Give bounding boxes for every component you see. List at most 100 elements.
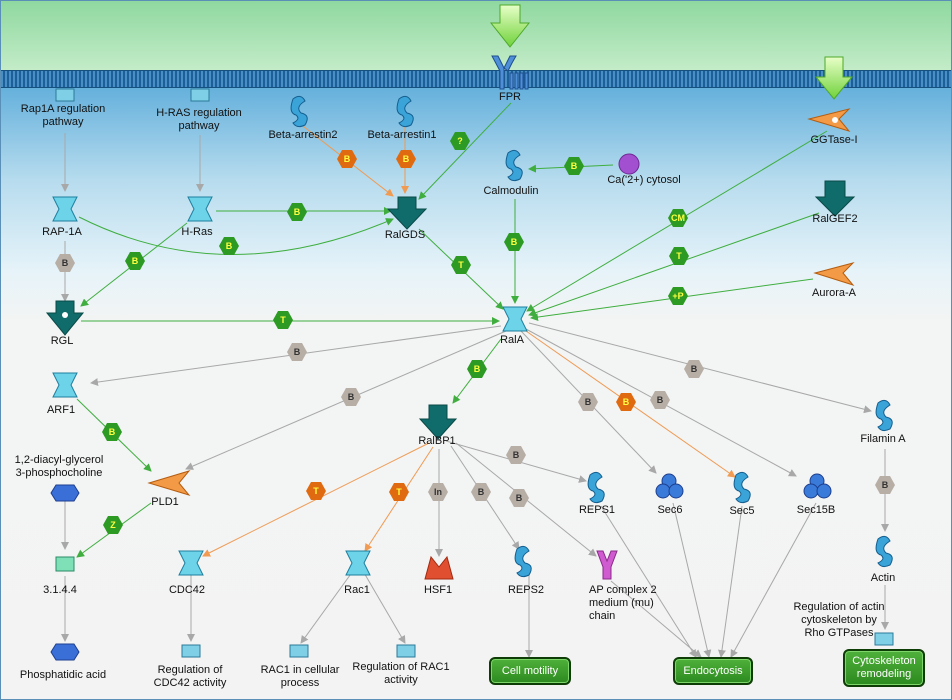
badge-binding[interactable]: B bbox=[504, 233, 524, 251]
badge-phosphorylation[interactable]: +P bbox=[668, 287, 688, 305]
label-hras[interactable]: H-Ras bbox=[181, 226, 213, 238]
badge-binding[interactable]: B bbox=[506, 446, 526, 464]
gef-arrow-icon bbox=[418, 404, 458, 440]
badge-binding[interactable]: B bbox=[219, 237, 239, 255]
badge-binding[interactable]: B bbox=[337, 150, 357, 168]
label-aurora[interactable]: Aurora-A bbox=[811, 287, 857, 299]
compound-hex-icon bbox=[50, 643, 80, 661]
label-reps2[interactable]: REPS2 bbox=[507, 584, 545, 596]
label-rac1-process[interactable]: RAC1 in cellular process bbox=[260, 664, 340, 689]
label-phosphatidic-acid[interactable]: Phosphatidic acid bbox=[19, 669, 107, 681]
label-hras-pathway: H-RAS regulation pathway bbox=[156, 107, 242, 132]
label-rala[interactable]: RalA bbox=[500, 334, 524, 346]
pathway-rect-icon bbox=[181, 644, 201, 658]
badge-binding[interactable]: B bbox=[287, 343, 307, 361]
label-rap1a-pathway: Rap1A regulation pathway bbox=[20, 103, 106, 128]
badge-unknown[interactable]: ? bbox=[450, 132, 470, 150]
label-calmodulin[interactable]: Calmodulin bbox=[483, 185, 539, 197]
compound-icon bbox=[618, 153, 640, 175]
label-beta-arrestin1[interactable]: Beta-arrestin1 bbox=[367, 129, 437, 141]
label-ralgds[interactable]: RalGDS bbox=[384, 229, 426, 241]
label-actin-regulation[interactable]: Regulation of actin cytoskeleton by Rho … bbox=[793, 601, 885, 639]
gtpase-icon bbox=[178, 550, 204, 576]
gef-arrow-icon bbox=[386, 196, 428, 230]
s-protein-icon bbox=[396, 95, 414, 128]
label-ralbp1[interactable]: RalBP1 bbox=[418, 435, 456, 447]
pathway-rect-icon bbox=[396, 644, 416, 658]
s-protein-icon bbox=[514, 545, 532, 578]
badge-binding[interactable]: B bbox=[875, 476, 895, 494]
label-rgl[interactable]: RGL bbox=[50, 335, 74, 347]
badge-binding[interactable]: B bbox=[341, 388, 361, 406]
badge-binding[interactable]: B bbox=[684, 360, 704, 378]
compound-hex-icon bbox=[50, 484, 80, 502]
label-dag[interactable]: 1,2-diacyl-glycerol 3-phosphocholine bbox=[14, 454, 104, 479]
badge-binding[interactable]: B bbox=[125, 252, 145, 270]
badge-binding[interactable]: B bbox=[578, 393, 598, 411]
badge-binding[interactable]: B bbox=[564, 157, 584, 175]
process-cytoskeleton-remodeling[interactable]: Cytoskeleton remodeling bbox=[843, 649, 925, 687]
process-cell-motility[interactable]: Cell motility bbox=[489, 657, 571, 685]
kinase-icon bbox=[813, 262, 855, 286]
label-fpr[interactable]: FPR bbox=[499, 91, 521, 103]
external-signal-arrow bbox=[814, 56, 854, 100]
label-pld1[interactable]: PLD1 bbox=[151, 496, 179, 508]
label-sec5[interactable]: Sec5 bbox=[729, 505, 755, 517]
badge-binding[interactable]: B bbox=[55, 254, 75, 272]
label-cdc42[interactable]: CDC42 bbox=[168, 584, 206, 596]
complex-icon bbox=[655, 473, 684, 499]
badge-binding[interactable]: B bbox=[509, 489, 529, 507]
label-beta-arrestin2[interactable]: Beta-arrestin2 bbox=[268, 129, 338, 141]
label-arf1[interactable]: ARF1 bbox=[46, 404, 76, 416]
s-protein-icon bbox=[875, 399, 893, 432]
kinase-icon bbox=[147, 470, 191, 496]
receptor-icon bbox=[491, 55, 529, 90]
badge-binding[interactable]: B bbox=[650, 391, 670, 409]
badge-covalent-modification[interactable]: CM bbox=[668, 209, 688, 227]
badge-binding[interactable]: B bbox=[467, 360, 487, 378]
pathway-rect-icon bbox=[289, 644, 309, 658]
cell-membrane bbox=[1, 70, 951, 88]
label-sec15b[interactable]: Sec15B bbox=[796, 504, 836, 516]
gef-arrow-icon bbox=[814, 180, 856, 217]
badge-transformation[interactable]: T bbox=[451, 256, 471, 274]
label-ralgef2[interactable]: RalGEF2 bbox=[812, 213, 858, 225]
badge-transformation[interactable]: T bbox=[389, 483, 409, 501]
badge-binding[interactable]: B bbox=[471, 483, 491, 501]
badge-binding[interactable]: B bbox=[287, 203, 307, 221]
badge-transformation[interactable]: T bbox=[669, 247, 689, 265]
pathway-rect-icon bbox=[190, 88, 210, 102]
receptor-ligand-icon bbox=[596, 550, 618, 580]
badge-binding[interactable]: B bbox=[616, 393, 636, 411]
gtpase-icon bbox=[502, 306, 528, 332]
gtpase-icon bbox=[52, 196, 78, 222]
kinase-icon bbox=[807, 108, 851, 132]
label-ca[interactable]: Ca('2+) cytosol bbox=[607, 174, 681, 186]
label-sec6[interactable]: Sec6 bbox=[657, 504, 683, 516]
label-ap2[interactable]: AP complex 2 medium (mu) chain bbox=[589, 584, 657, 622]
label-hsf1[interactable]: HSF1 bbox=[423, 584, 453, 596]
badge-catalysis[interactable]: Z bbox=[103, 516, 123, 534]
label-ggtase[interactable]: GGTase-I bbox=[810, 134, 858, 146]
s-protein-icon bbox=[587, 471, 605, 504]
label-filamina[interactable]: Filamin A bbox=[860, 433, 906, 445]
s-protein-icon bbox=[733, 471, 751, 504]
badge-binding[interactable]: B bbox=[396, 150, 416, 168]
external-signal-arrow bbox=[489, 4, 531, 48]
gtpase-icon bbox=[345, 550, 371, 576]
label-reps1[interactable]: REPS1 bbox=[578, 504, 616, 516]
label-rac1[interactable]: Rac1 bbox=[344, 584, 370, 596]
s-protein-icon bbox=[290, 95, 308, 128]
label-actin[interactable]: Actin bbox=[870, 572, 896, 584]
label-rap1a[interactable]: RAP-1A bbox=[42, 226, 82, 238]
label-enzyme-31444[interactable]: 3.1.4.4 bbox=[43, 584, 77, 596]
label-rac1-regulation[interactable]: Regulation of RAC1 activity bbox=[352, 661, 450, 686]
badge-transformation[interactable]: T bbox=[273, 311, 293, 329]
process-endocytosis[interactable]: Endocytosis bbox=[673, 657, 753, 685]
badge-influence[interactable]: In bbox=[428, 483, 448, 501]
gtpase-icon bbox=[187, 196, 213, 222]
badge-binding[interactable]: B bbox=[102, 423, 122, 441]
badge-transformation[interactable]: T bbox=[306, 482, 326, 500]
label-cdc42-regulation[interactable]: Regulation of CDC42 activity bbox=[153, 664, 227, 689]
